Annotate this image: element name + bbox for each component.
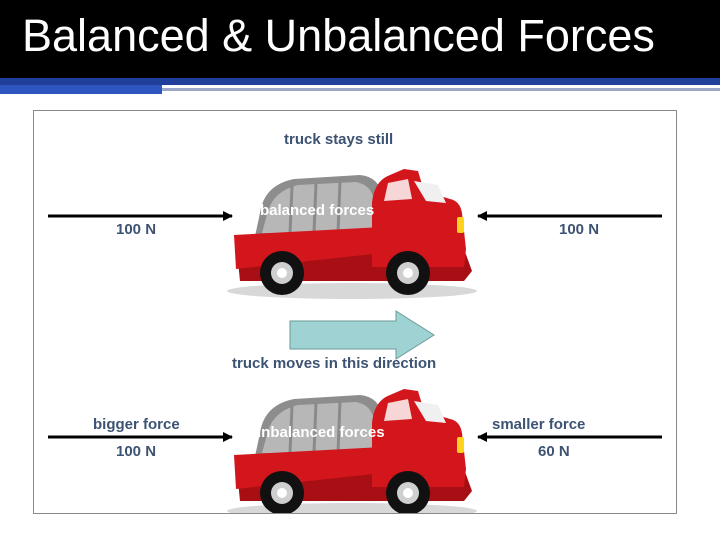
bottom-truck [225, 387, 479, 513]
smaller-force-caption: smaller force [492, 416, 586, 433]
top-caption: truck stays still [284, 131, 394, 148]
top-left-force-label: 100 N [116, 221, 157, 238]
slide-title: Balanced & Unbalanced Forces [22, 10, 655, 61]
top-truck-label: balanced forces [260, 202, 375, 219]
bottom-right-force-label: 60 N [538, 443, 570, 460]
title-accent-line [162, 88, 720, 91]
direction-arrow [289, 310, 435, 360]
top-truck [225, 167, 479, 301]
title-accent-bar [0, 85, 162, 94]
top-right-force-label: 100 N [559, 221, 600, 238]
title-bar: Balanced & Unbalanced Forces [0, 0, 720, 78]
forces-diagram: truck stays still balanced forces 100 N … [33, 110, 677, 514]
diagram-graphics [48, 167, 662, 513]
bottom-truck-label: unbalanced forces [252, 424, 385, 441]
bigger-force-caption: bigger force [93, 416, 180, 433]
title-underline [0, 78, 720, 85]
direction-caption: truck moves in this direction [232, 355, 437, 372]
bottom-left-force-label: 100 N [116, 443, 157, 460]
